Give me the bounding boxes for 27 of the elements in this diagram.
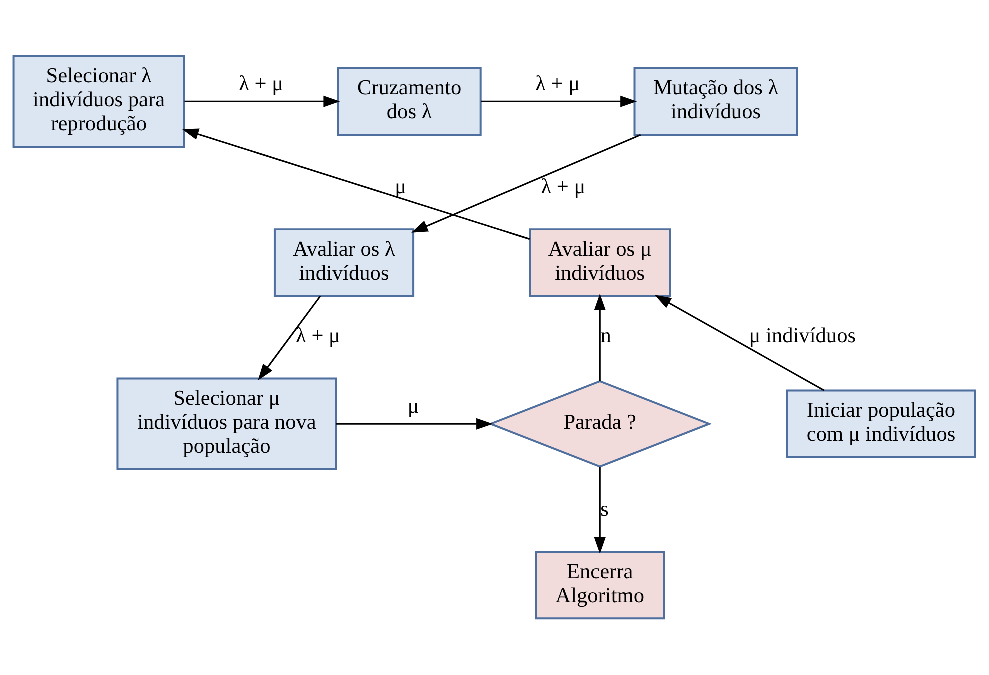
- node-diamond: Parada ?: [488, 380, 712, 468]
- node-box: Encerra Algoritmo: [535, 551, 666, 620]
- arrow: [594, 467, 606, 554]
- node-box: Selecionar λ indivíduos para reprodução: [12, 55, 186, 148]
- edge-label: μ: [395, 174, 407, 198]
- arrow: [412, 134, 642, 233]
- node-box: Iniciar população com μ indivíduos: [786, 390, 976, 458]
- edge-label: μ: [408, 394, 420, 418]
- edge-label: λ + μ: [541, 174, 586, 198]
- edge-label: λ + μ: [296, 324, 340, 348]
- arrow: [258, 296, 322, 381]
- arrow: [184, 96, 340, 108]
- node-box: Cruzamento dos λ: [337, 67, 482, 136]
- edge-label: n: [600, 324, 612, 348]
- node-box: Selecionar μ indivíduos para nova população: [116, 378, 338, 470]
- edge-label: s: [600, 496, 609, 521]
- node-box: Avaliar os μ indivíduos: [529, 228, 672, 298]
- arrow: [182, 128, 530, 240]
- edge-label: μ indivíduos: [749, 324, 856, 348]
- arrow: [481, 96, 638, 108]
- arrow: [654, 295, 825, 392]
- edge-label: λ + μ: [239, 72, 284, 96]
- node-box: Mutação dos λ indivíduos: [634, 67, 798, 136]
- edge-label: λ + μ: [536, 72, 580, 96]
- arrow: [336, 418, 494, 430]
- arrow: [594, 294, 606, 382]
- node-box: Avaliar os λ indivíduos: [274, 228, 415, 298]
